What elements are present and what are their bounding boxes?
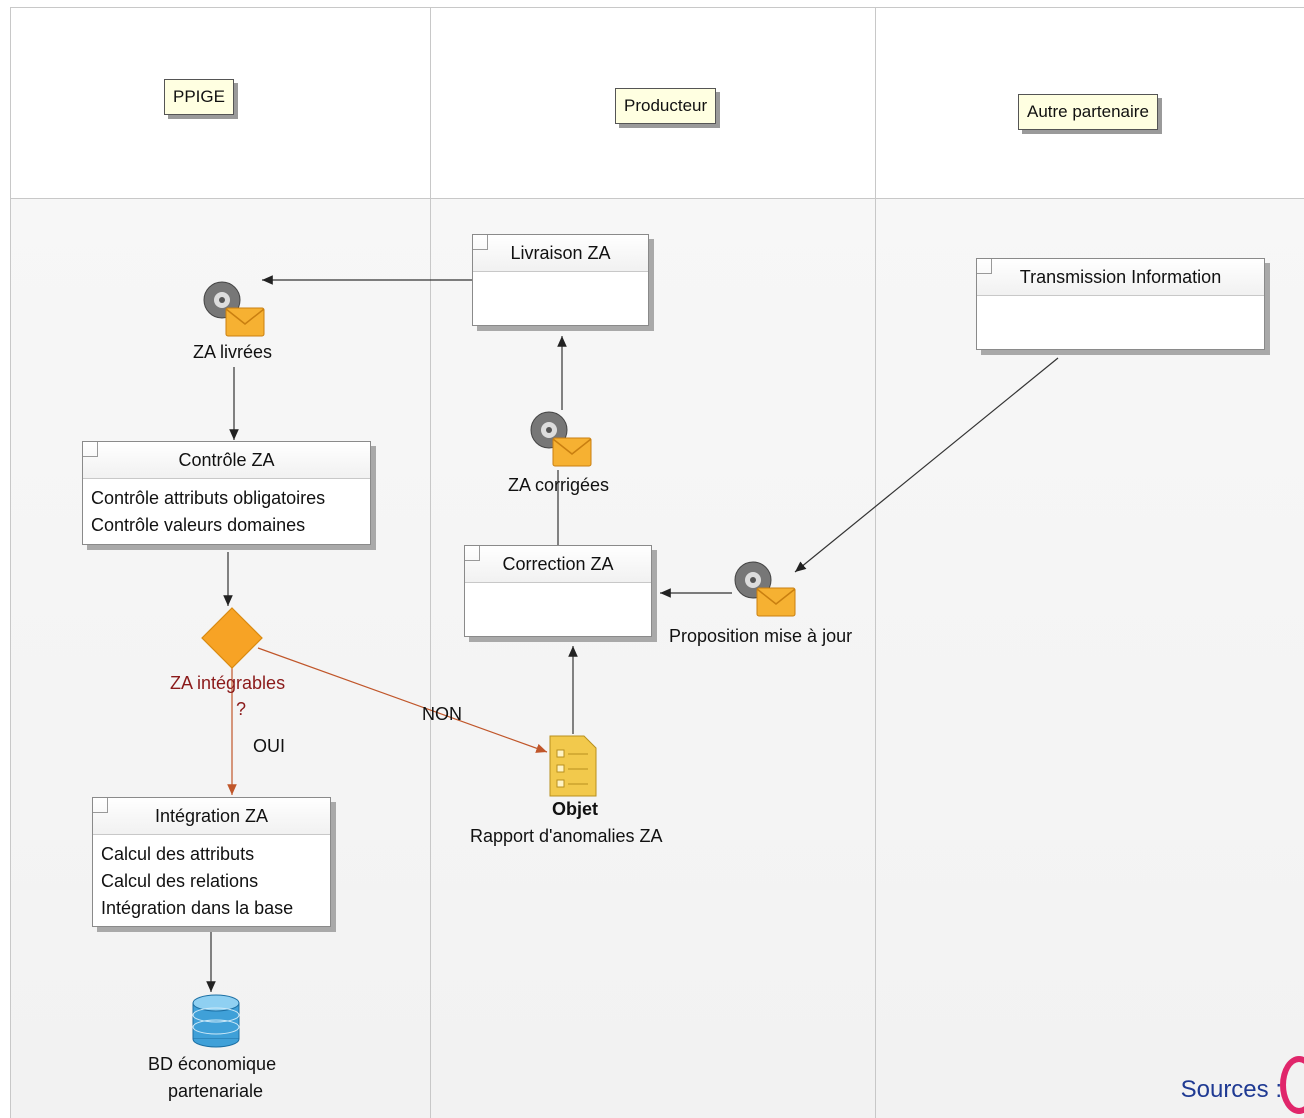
process-controle-za: Contrôle ZA Contrôle attributs obligatoi… xyxy=(82,441,371,545)
process-title: Intégration ZA xyxy=(93,798,330,835)
decision-diamond-icon xyxy=(201,607,263,669)
decision-label: ZA intégrables xyxy=(170,673,286,693)
disc-envelope-icon xyxy=(530,411,592,467)
diagram-top-border xyxy=(10,7,1304,8)
process-livraison-za: Livraison ZA xyxy=(472,234,649,326)
process-body: Contrôle attributs obligatoires Contrôle… xyxy=(83,479,370,545)
disc-envelope-icon xyxy=(203,281,265,337)
process-step: Intégration dans la base xyxy=(101,898,294,918)
process-title: Contrôle ZA xyxy=(83,442,370,479)
box-corner-marker xyxy=(465,546,480,561)
flow-label-non: NON xyxy=(422,704,462,724)
sources-caption: Sources : xyxy=(1181,1076,1282,1104)
object-label-za-corrigees: ZA corrigées xyxy=(508,475,610,495)
object-label-proposition: Proposition mise à jour xyxy=(669,626,853,646)
process-integration-za: Intégration ZA Calcul des attributs Calc… xyxy=(92,797,331,927)
box-corner-marker xyxy=(83,442,98,457)
process-step: Calcul des relations xyxy=(101,871,259,891)
lane-header-separator xyxy=(10,198,1304,199)
lane-label-producteur: Producteur xyxy=(615,88,717,124)
object-label-za-livrees: ZA livrées xyxy=(193,342,273,362)
process-step: Calcul des attributs xyxy=(101,844,255,864)
process-title: Correction ZA xyxy=(465,546,651,583)
box-corner-marker xyxy=(977,259,992,274)
process-step: Contrôle valeurs domaines xyxy=(91,515,306,535)
object-label-rapport: Rapport d'anomalies ZA xyxy=(470,826,663,846)
process-title: Livraison ZA xyxy=(473,235,648,272)
process-title: Transmission Information xyxy=(977,259,1264,296)
decision-label-question: ? xyxy=(236,699,247,719)
box-corner-marker xyxy=(473,235,488,250)
disc-envelope-icon xyxy=(734,561,796,617)
flow-decision-non xyxy=(257,647,548,753)
database-label-line1: BD économique xyxy=(148,1054,277,1074)
process-body: Calcul des attributs Calcul des relation… xyxy=(93,835,330,928)
database-icon xyxy=(192,994,240,1048)
database-label-line2: partenariale xyxy=(168,1081,264,1101)
lane-label-autre-partenaire: Autre partenaire xyxy=(1018,94,1158,130)
lane-autre-partenaire xyxy=(875,8,1304,1118)
flow-transmission-to-proposition xyxy=(794,357,1059,573)
lane-ppige xyxy=(10,8,431,1118)
process-step: Contrôle attributs obligatoires xyxy=(91,488,326,508)
logo-mark-icon xyxy=(1280,1056,1304,1114)
document-object-icon xyxy=(549,735,597,797)
lane-label-ppige: PPIGE xyxy=(164,79,234,115)
box-corner-marker xyxy=(93,798,108,813)
flow-label-oui: OUI xyxy=(253,736,286,756)
process-transmission-information: Transmission Information xyxy=(976,258,1265,350)
object-type-label: Objet xyxy=(552,799,599,819)
sources-label: Sources : xyxy=(1180,1076,1282,1103)
process-correction-za: Correction ZA xyxy=(464,545,652,637)
